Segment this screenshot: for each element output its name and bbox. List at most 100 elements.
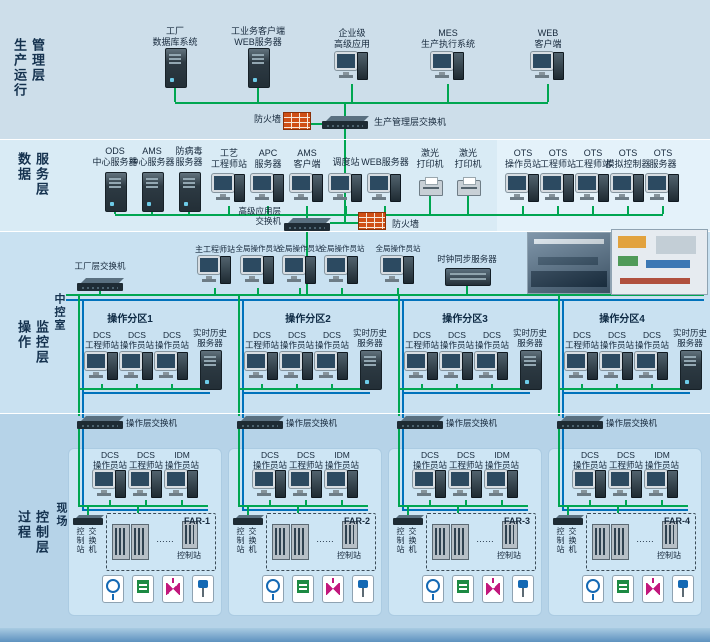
f3-transmitter-icon xyxy=(512,575,534,603)
connection-line xyxy=(238,429,240,505)
far-1-ellipsis: …… xyxy=(156,534,174,544)
far-2-rack-2-icon xyxy=(291,524,309,560)
connection-line xyxy=(402,509,528,511)
operation-layer-switch-1-icon xyxy=(77,416,123,429)
connection-line xyxy=(589,500,591,505)
connection-line xyxy=(341,500,343,505)
mes-workstation-label: MES 生产执行系统 xyxy=(420,28,475,49)
far-box-4-label: FAR-4 xyxy=(663,516,690,526)
connection-line xyxy=(0,413,710,414)
p4-dcs-operator-station-1-icon xyxy=(600,352,634,382)
control-station-2-label: 控制站 xyxy=(337,551,361,560)
global-operator-station-2-label: 全局操作员站 xyxy=(277,244,323,253)
f4-flowmeter-icon xyxy=(582,575,604,603)
p2-dcs-operator-station-2-label: DCS 操作员站 xyxy=(314,330,349,351)
antivirus-server-label: 防病毒 服务器 xyxy=(175,146,203,167)
connection-line xyxy=(257,288,259,294)
connection-line xyxy=(557,206,559,214)
p1-realtime-history-server-icon xyxy=(200,350,222,390)
connection-line xyxy=(465,500,467,505)
connection-line xyxy=(247,507,249,515)
connection-line xyxy=(662,206,664,214)
f1-dcs-engineer-station-icon xyxy=(129,470,163,500)
connection-line xyxy=(136,384,138,388)
p3-dcs-operator-station-2-icon xyxy=(475,352,509,382)
connection-line xyxy=(257,86,259,102)
connection-line xyxy=(351,84,353,102)
firewall-1-label: 防火墙 xyxy=(253,114,281,124)
f1-flowmeter-icon xyxy=(102,575,124,603)
connection-line xyxy=(592,206,594,214)
connection-line xyxy=(238,296,240,416)
ctrl-station-switch-3-label: 控制站 交换机 xyxy=(396,527,417,554)
p1-dcs-operator-station-1-label: DCS 操作员站 xyxy=(119,330,154,351)
ots-sim-controller-icon xyxy=(611,174,645,204)
f3-control-station-switch-icon xyxy=(393,515,423,525)
connection-line xyxy=(78,388,210,390)
connection-line xyxy=(558,505,688,507)
partition-4-header: 操作分区4 xyxy=(599,314,645,325)
p2-dcs-operator-station-1-label: DCS 操作员站 xyxy=(279,330,314,351)
p2-dcs-operator-station-1-icon xyxy=(280,352,314,382)
connection-line xyxy=(115,214,663,216)
f3-flowmeter-icon xyxy=(422,575,444,603)
p4-realtime-history-server-icon xyxy=(680,350,702,390)
connection-line xyxy=(78,429,80,505)
connection-line xyxy=(562,429,564,509)
connection-line xyxy=(562,509,688,511)
p3-realtime-history-server-label: 实时历史 服务器 xyxy=(512,328,547,349)
far-box-2-label: FAR-2 xyxy=(343,516,370,526)
f1-control-valve-icon xyxy=(162,575,184,603)
clock-sync-server-icon xyxy=(445,268,491,286)
chief-engineer-station-icon xyxy=(198,256,232,286)
factory-database-server-icon xyxy=(165,48,187,88)
layer-label-data-service: 数据 服务层 xyxy=(16,152,49,197)
connection-line xyxy=(402,301,404,418)
ots-operator-station-icon xyxy=(506,174,540,204)
connection-line xyxy=(242,392,370,394)
clock-sync-server-label: 时钟同步服务器 xyxy=(437,254,497,264)
far-3-ellipsis: …… xyxy=(476,534,494,544)
connection-line xyxy=(330,222,358,224)
connection-line xyxy=(429,194,431,214)
connection-line xyxy=(238,505,368,507)
operation-layer-switch-2-label: 操作层交换机 xyxy=(286,418,338,428)
f3-dcs-operator-station-icon xyxy=(413,470,447,500)
connection-line xyxy=(398,429,400,505)
far-box-3-label: FAR-3 xyxy=(503,516,530,526)
ots-engineer-station-1-icon xyxy=(541,174,575,204)
ots-operator-station-label: OTS 操作员站 xyxy=(504,148,541,169)
enterprise-app-workstation-icon xyxy=(335,52,369,82)
connection-line xyxy=(402,429,404,509)
connection-line xyxy=(398,505,528,507)
f2-dcs-engineer-station-icon xyxy=(289,470,323,500)
connection-line xyxy=(384,206,386,214)
p2-dcs-operator-station-2-icon xyxy=(315,352,349,382)
bottom-bar xyxy=(0,628,710,642)
connection-line xyxy=(174,86,176,102)
connection-line xyxy=(501,500,503,505)
connection-line xyxy=(344,104,346,116)
connection-line xyxy=(466,284,468,294)
ots-server-label: OTS 服务器 xyxy=(649,148,677,169)
connection-line xyxy=(661,500,663,505)
connection-line xyxy=(114,210,116,214)
connection-line xyxy=(261,384,263,388)
far-2-rack-1-icon xyxy=(272,524,290,560)
layer-label-process-control: 过程 控制层 xyxy=(16,510,49,555)
global-operator-station-2-icon xyxy=(283,256,317,286)
p4-realtime-history-server-label: 实时历史 服务器 xyxy=(672,328,707,349)
production-mgmt-switch-icon xyxy=(322,116,368,129)
far-box-4 xyxy=(586,513,696,571)
connection-line xyxy=(269,500,271,505)
f1-idm-operator-station-label: IDM 操作员站 xyxy=(164,450,199,471)
far-box-1 xyxy=(106,513,216,571)
p4-dcs-engineer-station-icon xyxy=(565,352,599,382)
firewall-2-icon xyxy=(358,212,386,230)
ots-engineer-station-2-label: OTS 工程师站 xyxy=(574,148,611,169)
connection-line xyxy=(398,388,530,390)
laser-printer-2-icon xyxy=(457,177,481,196)
connection-line xyxy=(82,392,210,394)
production-mgmt-switch-label: 生产管理层交换机 xyxy=(374,117,447,127)
connection-line xyxy=(109,500,111,505)
